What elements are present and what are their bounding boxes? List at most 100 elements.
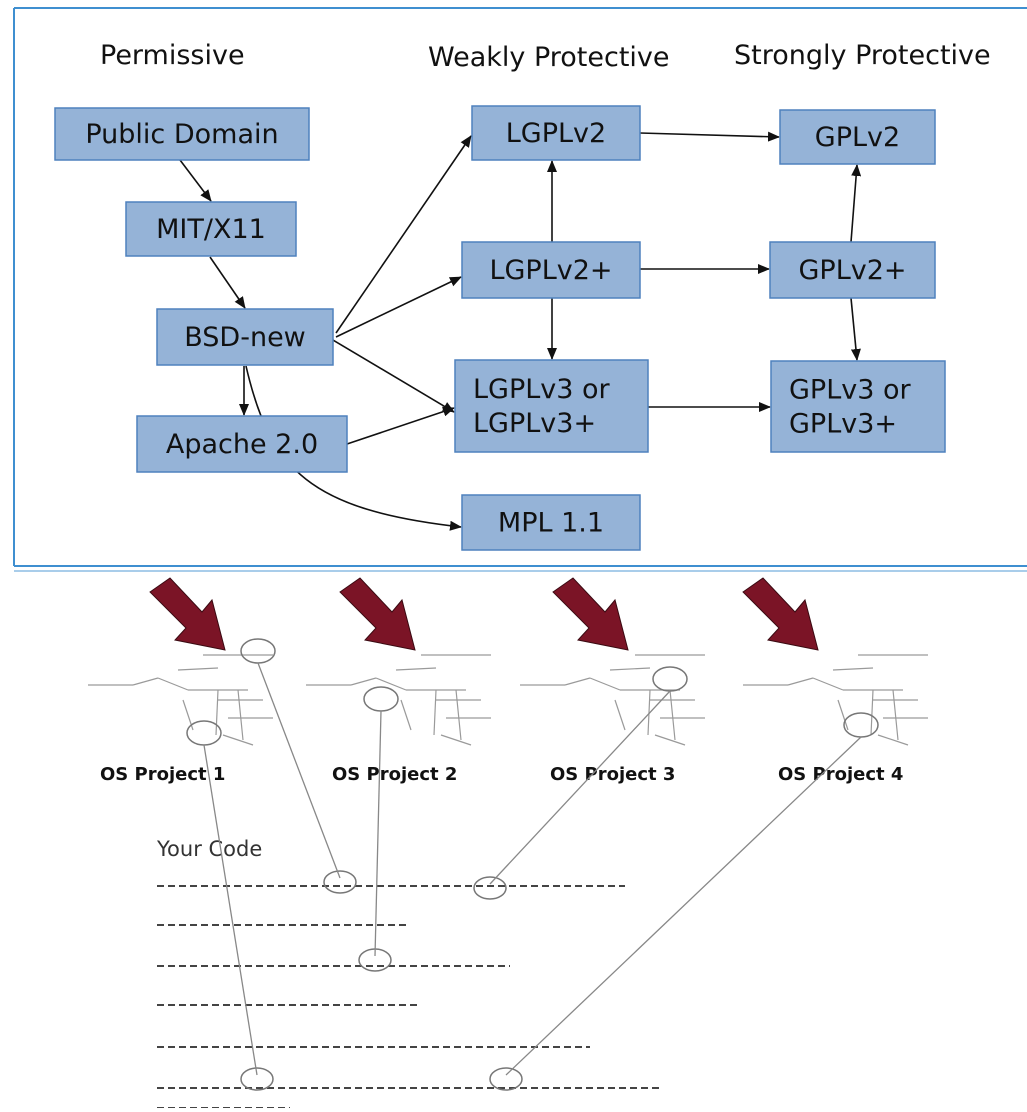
component-connectors	[186, 638, 879, 1091]
license-label: GPLv2+	[798, 255, 906, 286]
edge-lgplv2-to-gplv2	[639, 131, 780, 142]
flow-arrow-3	[552, 577, 629, 651]
your-code-section: Your Code	[156, 837, 660, 1109]
flow-arrows	[149, 577, 819, 651]
usage-circle	[489, 1067, 523, 1091]
connector-line	[374, 710, 382, 957]
edge-public-domain-to-mit-x11	[179, 159, 212, 202]
edge-apache-to-lgplv3	[346, 406, 455, 445]
sketch-line	[812, 677, 844, 691]
license-box-rect	[125, 201, 297, 257]
license-box-rect	[471, 105, 641, 161]
license-label: GPLv3+	[789, 409, 897, 440]
project-thumbnail-4: OS Project 4	[743, 654, 928, 785]
connector-3	[358, 686, 399, 972]
sketch-line	[669, 689, 676, 741]
sketch-line	[440, 734, 472, 746]
sketch-line	[455, 689, 462, 741]
edge-bsd-new-to-lgplv2plus	[335, 276, 462, 338]
edge-bsd-new-to-lgplv3	[332, 339, 455, 413]
license-label: Public Domain	[85, 119, 278, 150]
project-thumbnail-1: OS Project 1	[88, 654, 273, 785]
sketch-line	[832, 667, 874, 671]
project-thumbnail-2: OS Project 2	[306, 654, 491, 785]
license-box-rect	[779, 109, 936, 165]
license-label: Apache 2.0	[166, 429, 318, 460]
sketch-line	[654, 734, 686, 746]
usage-circle	[323, 870, 357, 894]
sketch-line	[177, 667, 219, 671]
connector-4	[473, 666, 688, 900]
component-circle	[652, 666, 688, 692]
license-label: LGPLv2+	[489, 255, 612, 286]
sketch-line	[614, 699, 626, 731]
license-box-gplv2plus: GPLv2+	[769, 241, 936, 299]
sketch-line	[215, 689, 219, 736]
connector-line	[203, 744, 258, 1076]
license-box-lgplv2plus: LGPLv2+	[461, 241, 641, 299]
sketch-line	[892, 689, 899, 741]
connector-line	[489, 690, 671, 885]
license-label: GPLv3 or	[789, 375, 912, 406]
license-box-mit-x11: MIT/X11	[125, 201, 297, 257]
license-box-lgplv2: LGPLv2	[471, 105, 641, 161]
connector-line	[505, 736, 862, 1076]
sketch-line	[647, 689, 651, 736]
sketch-line	[433, 689, 437, 736]
license-label: MIT/X11	[156, 214, 266, 245]
project-label: OS Project 3	[550, 764, 675, 785]
sketch-line	[564, 677, 591, 686]
license-box-rect	[454, 359, 649, 453]
project-label: OS Project 4	[778, 764, 903, 785]
flow-arrow-4	[742, 577, 819, 651]
license-box-public-domain: Public Domain	[54, 107, 310, 161]
usage-circle	[240, 1067, 274, 1091]
edge-bsd-new-to-lgplv2	[335, 135, 472, 334]
usage-circle	[473, 876, 507, 900]
edge-gplv2plus-to-gplv3	[850, 297, 861, 361]
project-thumbnail-3: OS Project 3	[520, 654, 705, 785]
header-strongly-protective: Strongly Protective	[734, 40, 991, 71]
flow-arrow-1	[149, 577, 226, 651]
edge-bsd-new-to-mpl	[245, 365, 462, 531]
header-weakly-protective: Weakly Protective	[428, 42, 670, 73]
sketch-line	[589, 677, 621, 691]
project-label: OS Project 1	[100, 764, 225, 785]
sketch-line	[787, 677, 814, 686]
edge-mit-x11-to-bsd-new	[209, 256, 246, 309]
your-code-heading: Your Code	[156, 837, 262, 861]
license-box-rect	[769, 241, 936, 299]
license-box-rect	[156, 308, 334, 366]
license-label: GPLv2	[815, 122, 900, 153]
license-box-rect	[461, 494, 641, 551]
license-edges	[179, 131, 862, 531]
license-label: BSD-new	[184, 322, 306, 353]
connector-1	[186, 720, 274, 1091]
component-circle	[843, 712, 879, 738]
license-label: LGPLv2	[506, 118, 606, 149]
connector-5	[489, 712, 879, 1091]
license-box-rect	[54, 107, 310, 161]
sketch-line	[375, 677, 407, 691]
sketch-line	[877, 734, 909, 746]
license-box-rect	[136, 415, 348, 473]
sketch-line	[400, 699, 412, 731]
project-label: OS Project 2	[332, 764, 457, 785]
component-circle	[240, 638, 276, 664]
sketch-line	[609, 667, 651, 671]
sketch-line	[157, 677, 189, 691]
license-box-bsd-new: BSD-new	[156, 308, 334, 366]
sketch-line	[870, 689, 874, 736]
edge-gplv2plus-to-gplv2	[850, 164, 862, 243]
sketch-line	[237, 689, 244, 741]
sketch-line	[350, 677, 377, 686]
connector-line	[257, 662, 341, 879]
license-box-mpl: MPL 1.1	[461, 494, 641, 551]
license-box-apache: Apache 2.0	[136, 415, 348, 473]
sketch-line	[132, 677, 159, 686]
